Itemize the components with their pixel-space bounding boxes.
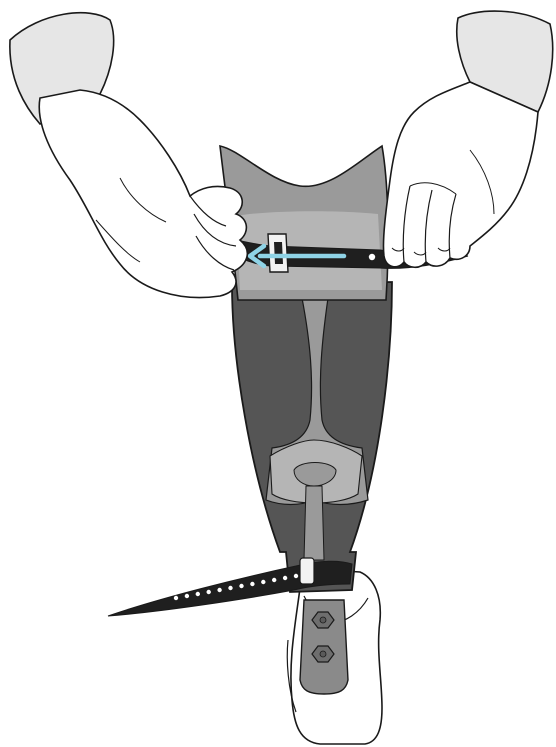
upper-strap-hole bbox=[369, 254, 375, 260]
strap-hole bbox=[174, 596, 178, 600]
strap-hole bbox=[261, 580, 265, 584]
strap-hole bbox=[228, 586, 232, 590]
buckle-slot bbox=[274, 242, 283, 264]
strap-hole bbox=[239, 584, 243, 588]
strap-hole bbox=[185, 594, 189, 598]
strap-hole bbox=[207, 590, 211, 594]
strap-hole bbox=[250, 582, 254, 586]
socket-adapter-stem bbox=[304, 486, 324, 560]
hand-icon bbox=[383, 82, 538, 267]
pylon bbox=[300, 600, 348, 694]
strap-hole bbox=[294, 574, 298, 578]
left-hand bbox=[10, 13, 247, 298]
socket bbox=[232, 282, 392, 592]
right-hand bbox=[383, 11, 552, 267]
strap-hole bbox=[272, 578, 276, 582]
bolt-center-lower bbox=[320, 651, 326, 657]
hand-icon bbox=[39, 90, 247, 298]
buckle-icon bbox=[300, 558, 314, 584]
strap-hole bbox=[217, 588, 221, 592]
strap-hole bbox=[283, 576, 287, 580]
strap-hole bbox=[196, 592, 200, 596]
bolt-center-upper bbox=[320, 617, 326, 623]
